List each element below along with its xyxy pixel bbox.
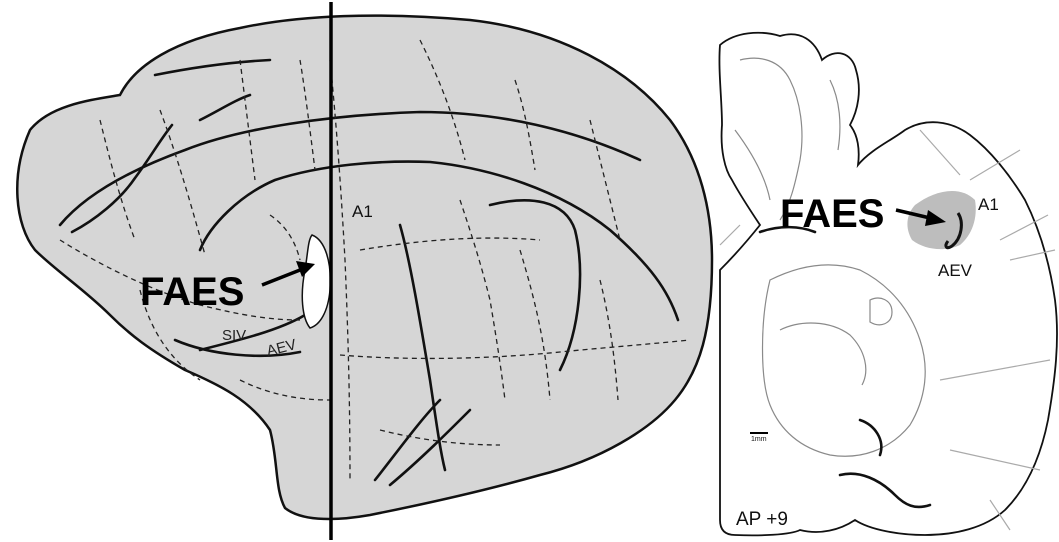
brain-outline xyxy=(17,16,712,519)
faes-label: FAES xyxy=(780,192,884,236)
ap-label: AP +9 xyxy=(736,509,788,530)
scale-bar-label: 1mm xyxy=(751,436,767,443)
siv-label: SIV xyxy=(222,327,246,344)
section-outline xyxy=(719,33,1057,536)
faes-label: FAES xyxy=(140,270,244,314)
aev-label: AEV xyxy=(938,261,973,280)
a1-label: A1 xyxy=(978,195,999,214)
lateral-brain-view: A1 FAES SIV AEV xyxy=(17,2,712,540)
a1-label: A1 xyxy=(352,202,373,221)
coronal-section: 1mm FAES A1 AEV AP +9 xyxy=(719,33,1057,536)
cortical-division xyxy=(720,225,740,245)
